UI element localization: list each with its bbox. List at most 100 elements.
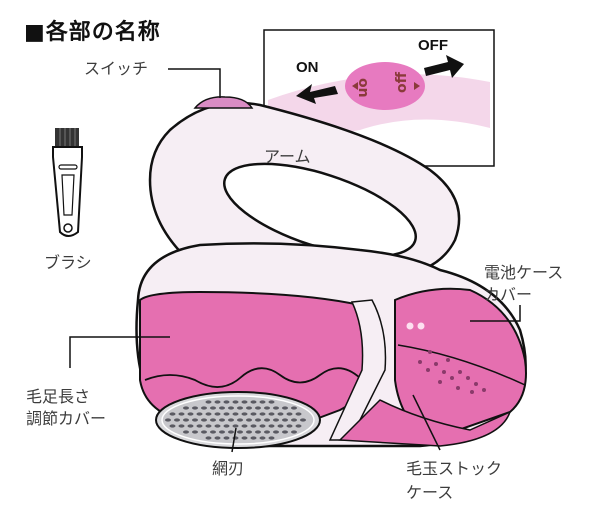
mesh-hole xyxy=(232,412,239,416)
mesh-hole xyxy=(264,406,270,410)
battery-cover-leader xyxy=(470,305,521,322)
mesh-hole xyxy=(219,418,225,422)
mesh-hole xyxy=(223,400,230,404)
mesh-hole xyxy=(183,418,189,422)
mesh-hole xyxy=(277,412,284,416)
mesh-hole xyxy=(214,424,221,428)
mesh-hole xyxy=(277,424,284,428)
mesh-hole xyxy=(255,430,261,434)
mesh-hole xyxy=(264,430,270,434)
mesh-hole xyxy=(241,400,248,404)
mesh-hole xyxy=(259,436,266,440)
switch-leader xyxy=(168,68,221,98)
label-battery-cover-2: カバー xyxy=(484,285,533,304)
mesh-hole xyxy=(295,424,302,428)
mesh-hole xyxy=(210,430,216,434)
mesh-hole xyxy=(250,436,257,440)
mesh-hole xyxy=(286,424,293,428)
mesh-hole xyxy=(246,418,252,422)
mesh-hole xyxy=(165,418,171,422)
mesh-hole xyxy=(232,424,239,428)
mesh-hole xyxy=(219,430,225,434)
mesh-hole xyxy=(282,418,288,422)
leader-lines xyxy=(69,68,521,453)
mesh-hole xyxy=(237,406,243,410)
on-arrow-icon xyxy=(296,84,338,104)
mesh-hole xyxy=(205,424,212,428)
mesh-hole xyxy=(192,430,198,434)
mesh-hole xyxy=(246,406,252,410)
mesh-hole xyxy=(223,412,230,416)
white-stripe xyxy=(328,299,387,441)
mesh-hole xyxy=(201,430,207,434)
mesh-hole xyxy=(169,424,176,428)
mesh-hole xyxy=(232,400,239,404)
mesh-hole xyxy=(183,430,189,434)
mesh-hole xyxy=(183,406,189,410)
mesh-hole xyxy=(250,424,257,428)
label-length-cover-1: 毛足長さ xyxy=(26,387,91,406)
cover-seam xyxy=(397,344,526,386)
mesh-hole xyxy=(201,406,207,410)
mesh-hole xyxy=(228,430,234,434)
mesh-hole xyxy=(282,430,288,434)
mesh-hole xyxy=(273,418,279,422)
mesh-hole xyxy=(300,418,306,422)
mesh-hole xyxy=(192,406,198,410)
label-arm: アーム xyxy=(264,147,311,166)
wavy-edge xyxy=(144,367,361,388)
mesh-hole xyxy=(228,406,234,410)
mesh-hole xyxy=(169,412,176,416)
label-length-cover-2: 調節カバー xyxy=(26,409,107,428)
mesh-hole xyxy=(196,424,203,428)
label-lint-case-2: ケース xyxy=(406,483,454,502)
mesh-hole xyxy=(264,418,270,422)
switch-off-text: off xyxy=(394,71,410,93)
mesh-hole xyxy=(255,406,261,410)
mesh-hole xyxy=(282,406,288,410)
led-indicator xyxy=(406,322,414,330)
mesh-hole xyxy=(241,412,248,416)
mesh-hole xyxy=(237,430,243,434)
mesh-hole xyxy=(268,424,275,428)
mesh-hole xyxy=(210,418,216,422)
mesh-hole xyxy=(196,412,203,416)
lint-stock-case xyxy=(338,399,512,447)
mesh-hole xyxy=(214,412,221,416)
label-blade: 網刃 xyxy=(212,459,245,478)
mesh-hole xyxy=(214,400,221,404)
mesh-hole xyxy=(219,406,225,410)
mesh-hole xyxy=(295,412,302,416)
mesh-hole xyxy=(291,406,297,410)
led-indicator xyxy=(417,322,425,330)
mesh-hole xyxy=(210,406,216,410)
mesh-hole xyxy=(174,418,180,422)
mesh-hole xyxy=(214,436,221,440)
mesh-hole xyxy=(223,436,230,440)
mesh-hole xyxy=(178,412,185,416)
on-label: ON xyxy=(296,59,319,76)
mesh-hole xyxy=(291,430,297,434)
mesh-hole xyxy=(259,424,266,428)
switch-on-text: on xyxy=(355,78,371,98)
blade-leader xyxy=(231,427,237,453)
mesh-hole xyxy=(201,418,207,422)
mesh-hole xyxy=(192,418,198,422)
mesh-hole xyxy=(237,418,243,422)
mesh-hole xyxy=(178,424,185,428)
label-battery-cover-1: 電池ケース xyxy=(484,263,564,282)
switch-button xyxy=(193,96,254,109)
off-arrow-icon xyxy=(424,55,464,78)
mesh-hole xyxy=(241,436,248,440)
mesh-hole xyxy=(187,412,194,416)
mesh-hole xyxy=(273,406,279,410)
mesh-hole xyxy=(205,436,212,440)
lint-case-leader xyxy=(412,394,441,451)
mesh-hole xyxy=(268,412,275,416)
mesh-hole xyxy=(259,412,266,416)
mesh-hole xyxy=(205,400,212,404)
mesh-hole xyxy=(241,424,248,428)
mesh-hole xyxy=(259,400,266,404)
mesh-hole xyxy=(255,418,261,422)
